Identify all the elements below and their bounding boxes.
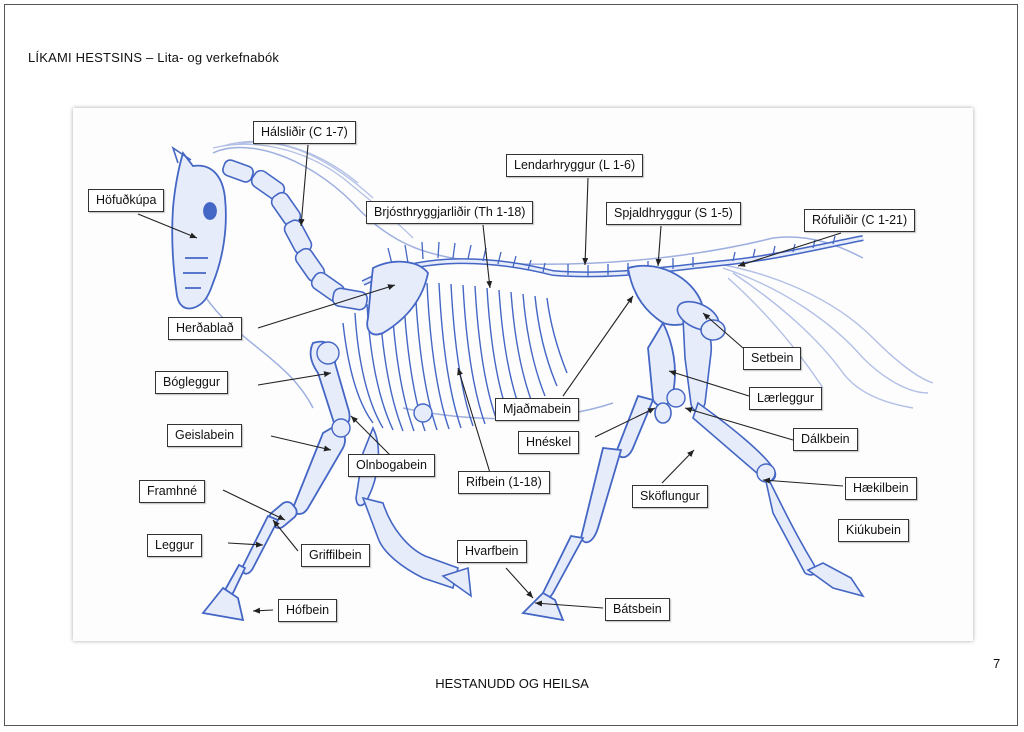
label-olnbogabein: Olnbogabein: [348, 454, 435, 477]
label-dalkbein: Dálkbein: [793, 428, 858, 451]
label-bogleggur: Bógleggur: [155, 371, 228, 394]
tail: [712, 262, 934, 409]
page-footer-text: HESTANUDD OG HEILSA: [435, 676, 589, 691]
label-laerleggur: Lærleggur: [749, 387, 822, 410]
label-hneskel: Hnéskel: [518, 431, 580, 454]
label-spjaldhryggur: Spjaldhryggur (S 1-5): [606, 202, 741, 225]
label-rofulidir: Rófuliðir (C 1-21): [804, 209, 916, 232]
label-rifbein: Rifbein (1-18): [458, 471, 550, 494]
label-lendarhryggur: Lendarhryggur (L 1-6): [506, 154, 644, 177]
page-header-title: LÍKAMI HESTSINS – Lita- og verkefnabók: [28, 50, 280, 65]
label-mjadmabein: Mjaðmabein: [495, 398, 580, 421]
label-setbein: Setbein: [743, 347, 802, 370]
label-framhne: Framhné: [139, 480, 206, 503]
label-herdablad: Herðablað: [168, 317, 242, 340]
page-number: 7: [993, 656, 1001, 671]
label-kiukubein: Kiúkubein: [838, 519, 909, 542]
label-batsbein: Bátsbein: [605, 598, 670, 621]
pelvis-and-hip: [654, 300, 726, 424]
spinous-processes: [387, 235, 836, 276]
label-leggur: Leggur: [147, 534, 202, 557]
horse-skeleton-drawing: [137, 140, 934, 622]
label-halslidir: Hálsliðir (C 1-7): [253, 121, 356, 144]
horse-skeleton-figure: Hálsliðir (C 1-7) Höfuðkúpa Lendarhryggu…: [73, 108, 973, 641]
leader-arrows: [137, 144, 859, 614]
label-hvarfbein: Hvarfbein: [457, 540, 527, 563]
skull: [171, 151, 227, 310]
label-geislabein: Geislabein: [167, 424, 243, 447]
spine: [361, 235, 864, 286]
scapula: [366, 260, 429, 336]
label-brjosthryggjarlidir: Brjósthryggjarliðir (Th 1-18): [366, 201, 534, 224]
label-haekilbein: Hækilbein: [845, 477, 917, 500]
label-hofbein: Hófbein: [278, 599, 338, 622]
label-griffilbein: Griffilbein: [301, 544, 370, 567]
ribcage: [342, 282, 568, 432]
label-hofudkupa: Höfuðkúpa: [88, 189, 165, 212]
label-skoflungur: Sköflungur: [632, 485, 708, 508]
hindleg-near: [521, 264, 704, 622]
